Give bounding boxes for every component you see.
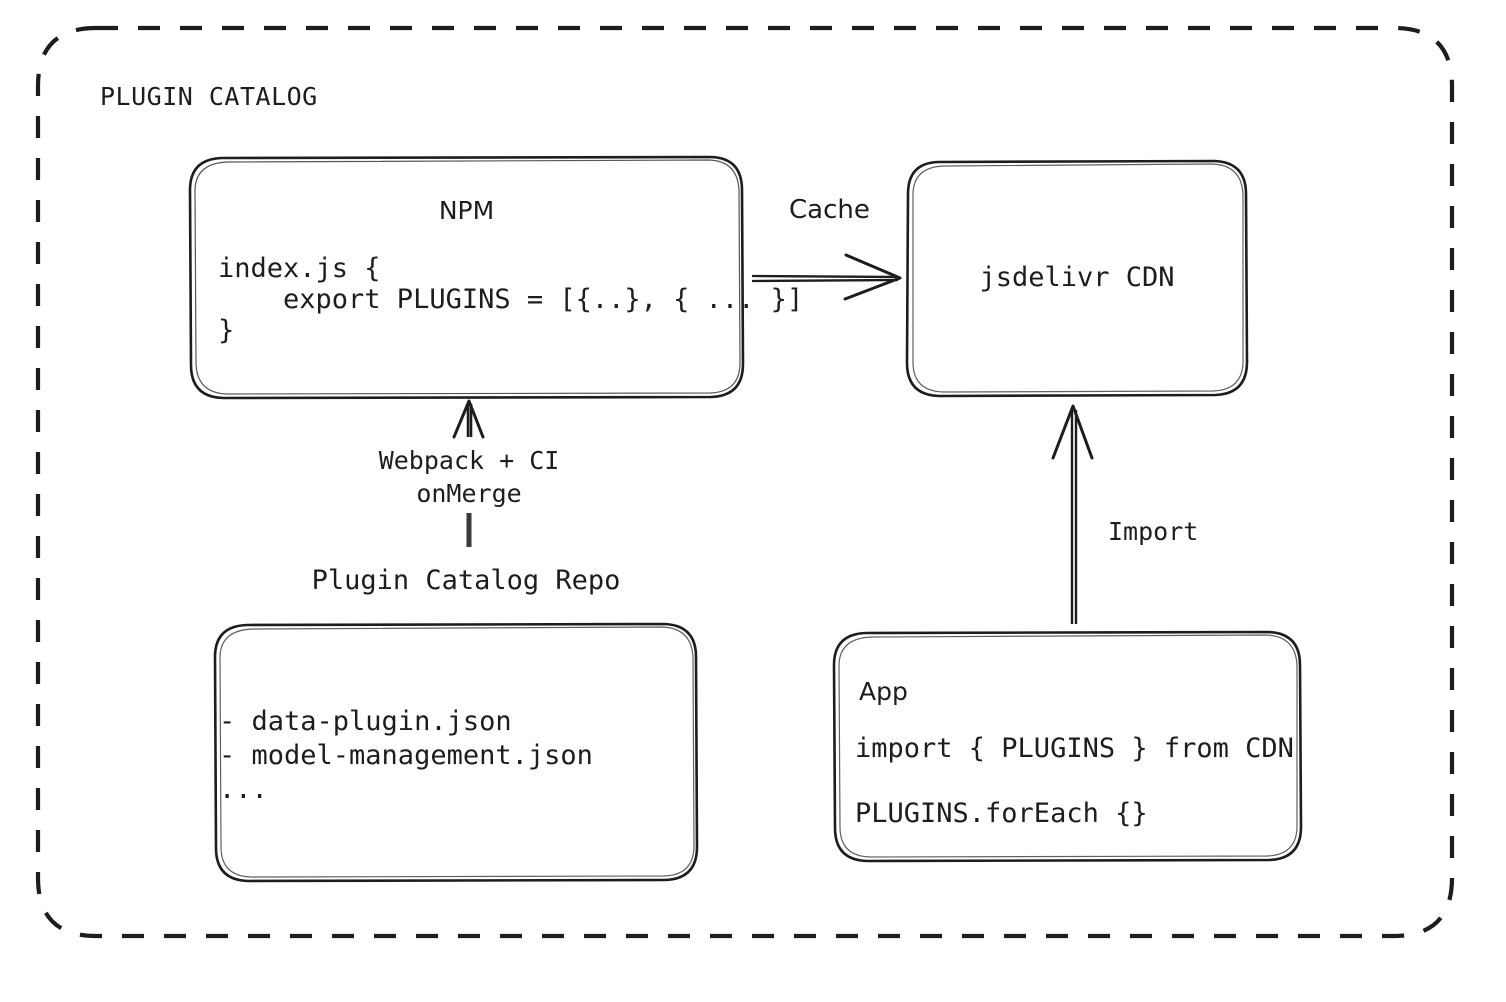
node-cdn-title: jsdelivr CDN bbox=[979, 262, 1175, 293]
edge-cache-label: Cache bbox=[789, 195, 870, 225]
edge-build-label-line-2: onMerge bbox=[416, 479, 522, 508]
edge-build-label-line-1: Webpack + CI bbox=[378, 446, 560, 475]
node-app-box[interactable] bbox=[832, 630, 1303, 863]
node-npm-code-line-1: index.js { bbox=[218, 253, 381, 284]
node-repo-caption: Plugin Catalog Repo bbox=[311, 565, 621, 596]
group-container-plugin-catalog bbox=[35, 25, 1455, 939]
group-title: PLUGIN CATALOG bbox=[100, 82, 318, 111]
node-repo-box[interactable] bbox=[213, 622, 699, 883]
edge-build-arrow bbox=[452, 399, 485, 547]
node-app-title: App bbox=[859, 677, 908, 706]
node-cdn-box[interactable] bbox=[905, 159, 1249, 398]
edge-import-arrow bbox=[1051, 404, 1094, 624]
node-npm-box[interactable] bbox=[188, 155, 745, 400]
node-repo-file-1: - data-plugin.json bbox=[219, 706, 512, 737]
edge-cache-arrow bbox=[751, 253, 902, 301]
node-repo-file-2: - model-management.json bbox=[219, 740, 593, 771]
node-repo-file-3: ... bbox=[219, 774, 268, 805]
edge-import-label: Import bbox=[1108, 517, 1199, 546]
node-app-code-line-1: import { PLUGINS } from CDN bbox=[855, 733, 1294, 764]
node-app-code-line-2: PLUGINS.forEach {} bbox=[855, 798, 1148, 829]
node-npm-code-line-2: export PLUGINS = [{..}, { ... }] bbox=[218, 284, 804, 315]
node-npm-code-line-3: } bbox=[218, 315, 235, 346]
node-npm-title: NPM bbox=[438, 196, 495, 225]
